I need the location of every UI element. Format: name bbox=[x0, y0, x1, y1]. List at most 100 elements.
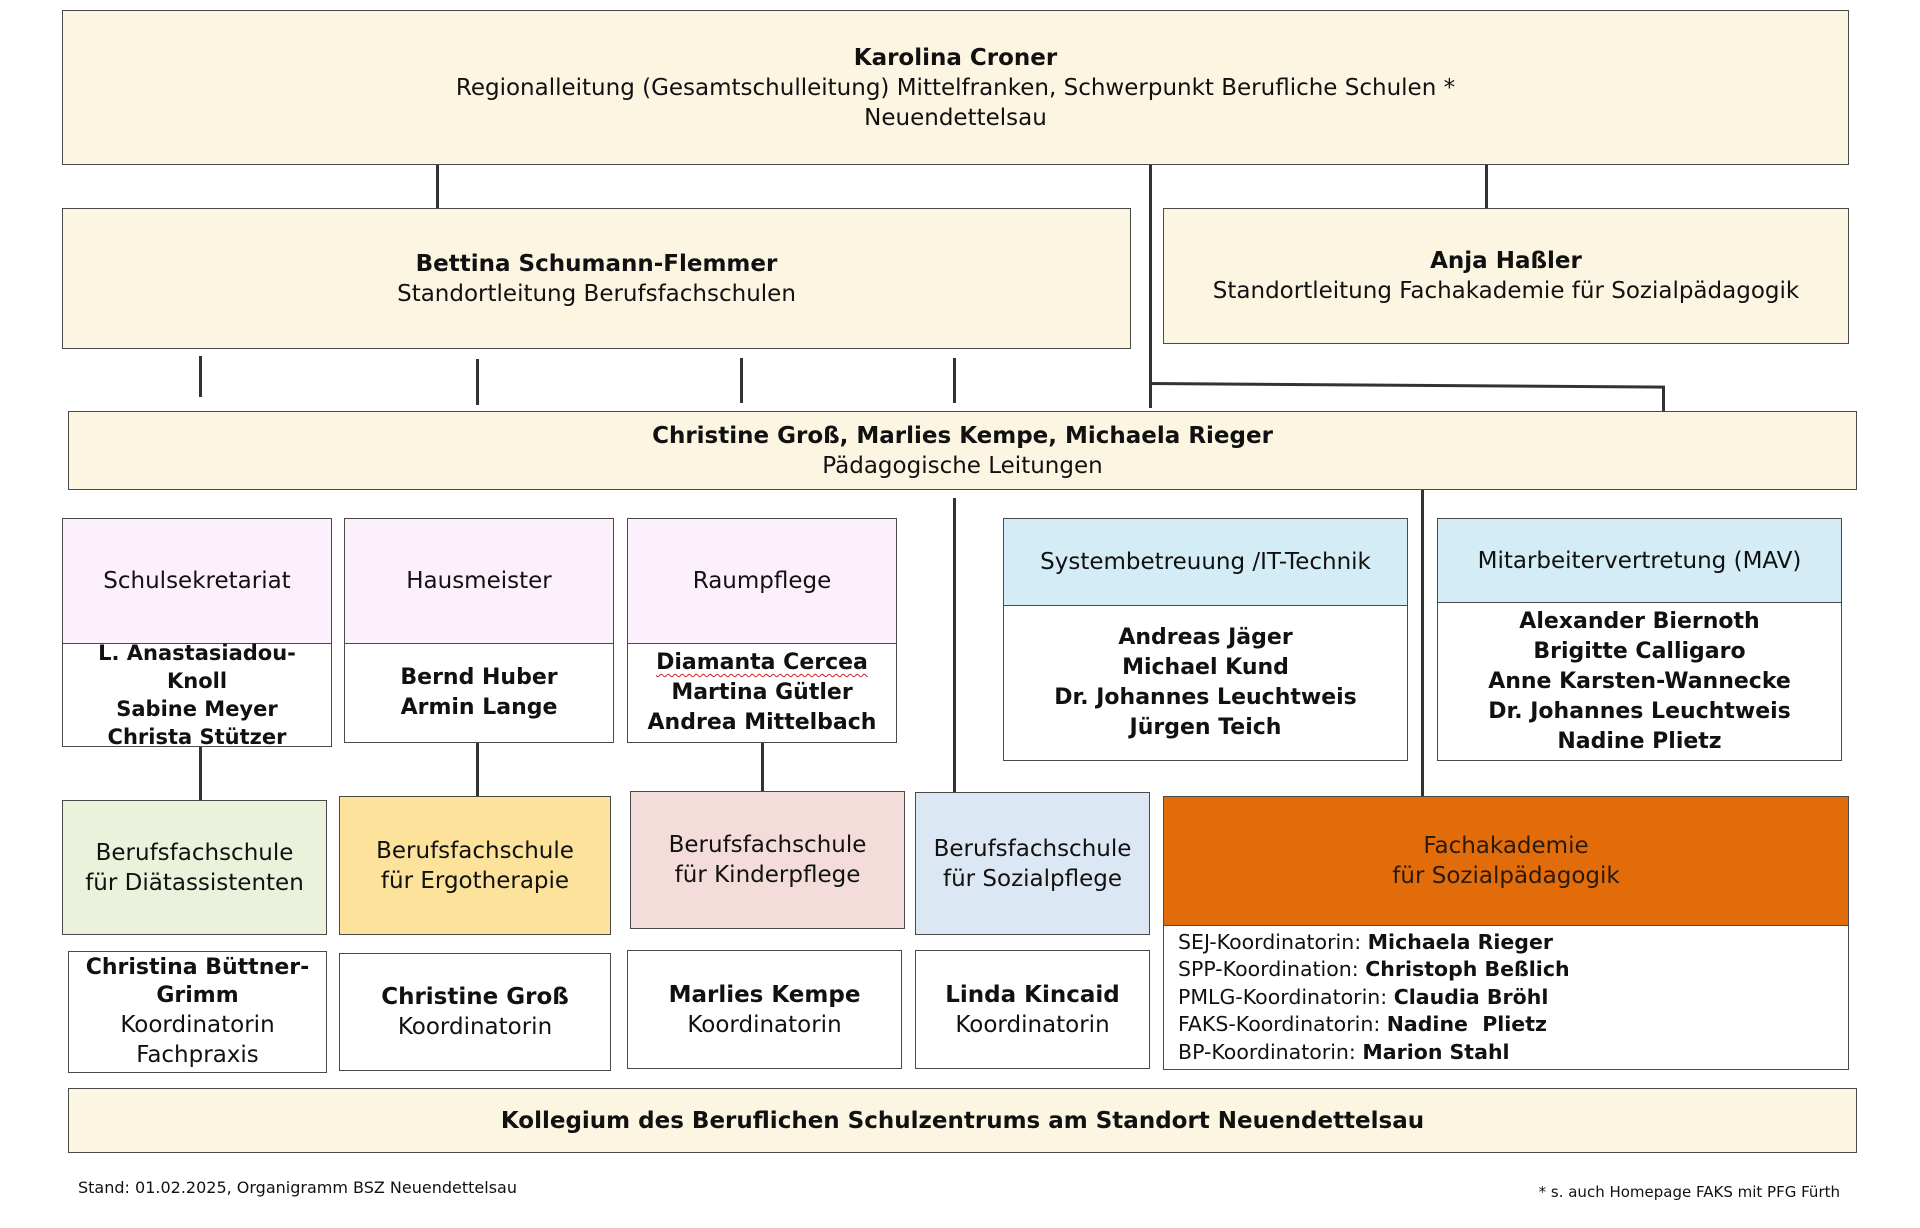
regional-leadership-box: Karolina Croner Regionalleitung (Gesamts… bbox=[62, 10, 1849, 165]
connector-top-trunk bbox=[1149, 165, 1152, 408]
school-line2: für Diätassistenten bbox=[85, 869, 304, 896]
service-title: Mitarbeitervertretung (MAV) bbox=[1477, 547, 1802, 574]
coordinator-box-ergo: Christine Groß Koordinatorin bbox=[339, 953, 611, 1071]
school-line1: Fachakademie bbox=[1423, 833, 1589, 859]
pedagogical-leaders-names: Christine Groß, Marlies Kempe, Michaela … bbox=[652, 422, 1273, 449]
school-box-kinder: Berufsfachschule für Kinderpflege bbox=[630, 791, 905, 929]
connector-bfs-3 bbox=[740, 358, 743, 403]
faks-coordinator-row: FAKS-Koordinatorin: Nadine Plietz bbox=[1178, 1011, 1834, 1039]
person-name: Sabine Meyer bbox=[116, 697, 278, 721]
school-line1: Berufsfachschule bbox=[376, 837, 574, 864]
connector-top-to-bfs bbox=[436, 165, 439, 215]
coordinator-label: SEJ-Koordinatorin: bbox=[1178, 929, 1362, 954]
service-title: Systembetreuung /IT-Technik bbox=[1040, 549, 1371, 575]
footer-note: * s. auch Homepage FAKS mit PFG Fürth bbox=[1538, 1183, 1840, 1201]
coordinator-name: Christine Groß bbox=[381, 984, 569, 1010]
coordinator-role: Koordinatorin Fachpraxis bbox=[120, 1012, 275, 1068]
person-name: Christa Stützer bbox=[107, 725, 287, 749]
person-name: Andreas Jäger bbox=[1118, 625, 1293, 650]
regional-leader-name: Karolina Croner bbox=[853, 44, 1058, 71]
service-header-raumpflege: Raumpflege bbox=[627, 518, 897, 644]
coordinator-role: Koordinatorin bbox=[955, 1011, 1110, 1038]
service-people-mav: Alexander Biernoth Brigitte Calligaro An… bbox=[1437, 602, 1842, 761]
service-title: Raumpflege bbox=[692, 568, 832, 594]
connector-raumpflege-to-kinder bbox=[761, 743, 764, 795]
school-line1: Berufsfachschule bbox=[668, 832, 867, 858]
person-name: Martina Gütler bbox=[671, 680, 853, 705]
school-box-sozial: Berufsfachschule für Sozialpflege bbox=[915, 792, 1150, 935]
service-header-sekretariat: Schulsekretariat bbox=[62, 518, 332, 644]
person-name: Anne Karsten-Wannecke bbox=[1488, 668, 1791, 694]
service-people-raumpflege: Diamanta Cercea Martina Gütler Andrea Mi… bbox=[627, 643, 897, 743]
person-name: Diamanta Cercea bbox=[656, 650, 868, 675]
site-leader-faks-name: Anja Haßler bbox=[1430, 248, 1582, 274]
coordinator-name: Nadine Plietz bbox=[1386, 1012, 1547, 1037]
coordinator-role: Koordinatorin bbox=[687, 1011, 842, 1038]
person-name: Nadine Plietz bbox=[1557, 728, 1722, 754]
coordinator-box-kinder: Marlies Kempe Koordinatorin bbox=[627, 950, 902, 1069]
coordinator-label: BP-Koordinatorin: bbox=[1178, 1039, 1356, 1064]
coordinator-name: Linda Kincaid bbox=[945, 981, 1120, 1008]
service-title: Schulsekretariat bbox=[103, 568, 291, 594]
connector-hausmeister-to-ergo bbox=[476, 742, 479, 796]
coordinator-name: Christina Büttner-Grimm bbox=[85, 955, 310, 1008]
service-header-hausmeister: Hausmeister bbox=[344, 518, 614, 644]
connector-bfs-2 bbox=[476, 359, 479, 405]
school-line2: für Kinderpflege bbox=[674, 862, 861, 888]
school-line2: für Ergotherapie bbox=[380, 867, 570, 894]
connector-right-drop bbox=[1662, 388, 1665, 413]
faks-coordinator-row: PMLG-Koordinatorin: Claudia Bröhl bbox=[1178, 984, 1834, 1012]
faks-coordinators-box: SEJ-Koordinatorin: Michaela Rieger SPP-K… bbox=[1163, 925, 1849, 1070]
person-name: Alexander Biernoth bbox=[1519, 608, 1760, 634]
person-name: Michael Kund bbox=[1122, 655, 1289, 680]
person-name: Dr. Johannes Leuchtweis bbox=[1054, 685, 1357, 710]
school-line1: Berufsfachschule bbox=[933, 835, 1132, 862]
pedagogical-leaders-role: Pädagogische Leitungen bbox=[822, 452, 1103, 479]
service-people-hausmeister: Bernd Huber Armin Lange bbox=[344, 643, 614, 743]
connector-bfs-1 bbox=[199, 356, 202, 397]
connector-top-to-faks bbox=[1485, 165, 1488, 217]
school-line1: Berufsfachschule bbox=[95, 839, 294, 866]
person-name: Dr. Johannes Leuchtweis bbox=[1488, 698, 1791, 724]
site-leadership-bfs-box: Bettina Schumann-Flemmer Standortleitung… bbox=[62, 208, 1131, 349]
site-leadership-faks-box: Anja Haßler Standortleitung Fachakademie… bbox=[1163, 208, 1849, 344]
school-box-ergo: Berufsfachschule für Ergotherapie bbox=[339, 796, 611, 935]
service-header-it: Systembetreuung /IT-Technik bbox=[1003, 518, 1408, 606]
connector-paed-to-faks bbox=[1421, 489, 1424, 796]
coordinator-role: Koordinatorin bbox=[397, 1014, 553, 1040]
service-people-it: Andreas Jäger Michael Kund Dr. Johannes … bbox=[1003, 605, 1408, 761]
person-name: Brigitte Calligaro bbox=[1533, 638, 1746, 664]
connector-sekretariat-to-diaet bbox=[199, 747, 202, 800]
coordinator-label: PMLG-Koordinatorin: bbox=[1178, 984, 1388, 1009]
school-box-diaet: Berufsfachschule für Diätassistenten bbox=[62, 800, 327, 935]
faks-coordinator-row: SEJ-Koordinatorin: Michaela Rieger bbox=[1178, 929, 1834, 957]
site-leader-faks-role: Standortleitung Fachakademie für Sozialp… bbox=[1212, 278, 1800, 304]
regional-leader-location: Neuendettelsau bbox=[864, 104, 1047, 131]
site-leader-bfs-role: Standortleitung Berufsfachschulen bbox=[397, 280, 796, 307]
connector-paed-to-sozialpflege bbox=[953, 498, 956, 792]
person-name: L. Anastasiadou-Knoll bbox=[98, 641, 296, 693]
person-name: Jürgen Teich bbox=[1129, 715, 1282, 740]
kollegium-box: Kollegium des Beruflichen Schulzentrums … bbox=[68, 1088, 1857, 1153]
service-header-mav: Mitarbeitervertretung (MAV) bbox=[1437, 518, 1842, 603]
service-people-sekretariat: L. Anastasiadou-Knoll Sabine Meyer Chris… bbox=[62, 641, 332, 749]
faks-coordinator-row: BP-Koordinatorin: Marion Stahl bbox=[1178, 1039, 1834, 1067]
coordinator-name: Michaela Rieger bbox=[1367, 929, 1553, 954]
coordinator-label: FAKS-Koordinatorin: bbox=[1178, 1012, 1381, 1037]
school-box-faks: Fachakademie für Sozialpädagogik bbox=[1163, 796, 1849, 926]
regional-leader-role: Regionalleitung (Gesamtschulleitung) Mit… bbox=[455, 74, 1456, 101]
site-leader-bfs-name: Bettina Schumann-Flemmer bbox=[415, 250, 778, 277]
connector-trunk-horizontal bbox=[1148, 382, 1665, 389]
coordinator-box-diaet: Christina Büttner-Grimm Koordinatorin Fa… bbox=[68, 951, 327, 1073]
coordinator-name: Marlies Kempe bbox=[668, 981, 861, 1008]
service-title: Hausmeister bbox=[406, 568, 552, 594]
coordinator-label: SPP-Koordination: bbox=[1178, 957, 1359, 982]
school-line2: für Sozialpädagogik bbox=[1392, 863, 1620, 889]
coordinator-name: Christoph Beßlich bbox=[1365, 957, 1570, 982]
kollegium-label: Kollegium des Beruflichen Schulzentrums … bbox=[500, 1107, 1425, 1134]
coordinator-name: Marion Stahl bbox=[1362, 1039, 1510, 1064]
school-line2: für Sozialpflege bbox=[942, 865, 1123, 892]
coordinator-box-sozial: Linda Kincaid Koordinatorin bbox=[915, 950, 1150, 1069]
person-name: Armin Lange bbox=[400, 695, 558, 720]
footer-stand: Stand: 01.02.2025, Organigramm BSZ Neuen… bbox=[78, 1178, 517, 1197]
